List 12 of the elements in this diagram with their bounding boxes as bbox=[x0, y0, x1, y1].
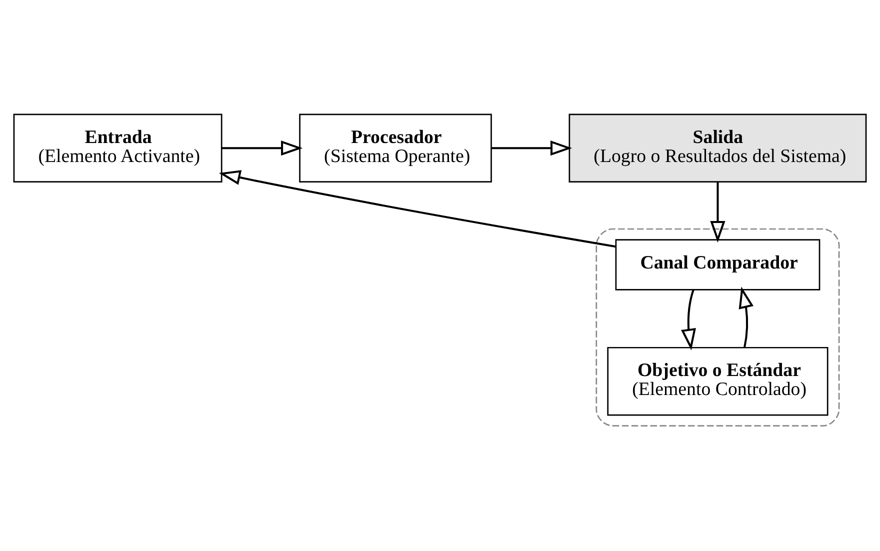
node-box: Salida (Logro o Resultados del Sistema) bbox=[568, 114, 867, 182]
cluster bbox=[596, 228, 840, 426]
node-box: Entrada (Elemento Activante) bbox=[13, 114, 222, 182]
node-box: Procesador (Sistema Operante) bbox=[299, 114, 492, 182]
arrow bbox=[710, 182, 726, 243]
arrow bbox=[218, 170, 616, 248]
arrow bbox=[681, 289, 696, 350]
node-box: Objetivo o Estándar (Elemento Controlado) bbox=[607, 346, 828, 416]
arrow bbox=[738, 286, 754, 348]
arrow bbox=[492, 140, 572, 156]
node-box: Canal Comparador bbox=[615, 239, 820, 290]
arrow bbox=[222, 140, 303, 156]
